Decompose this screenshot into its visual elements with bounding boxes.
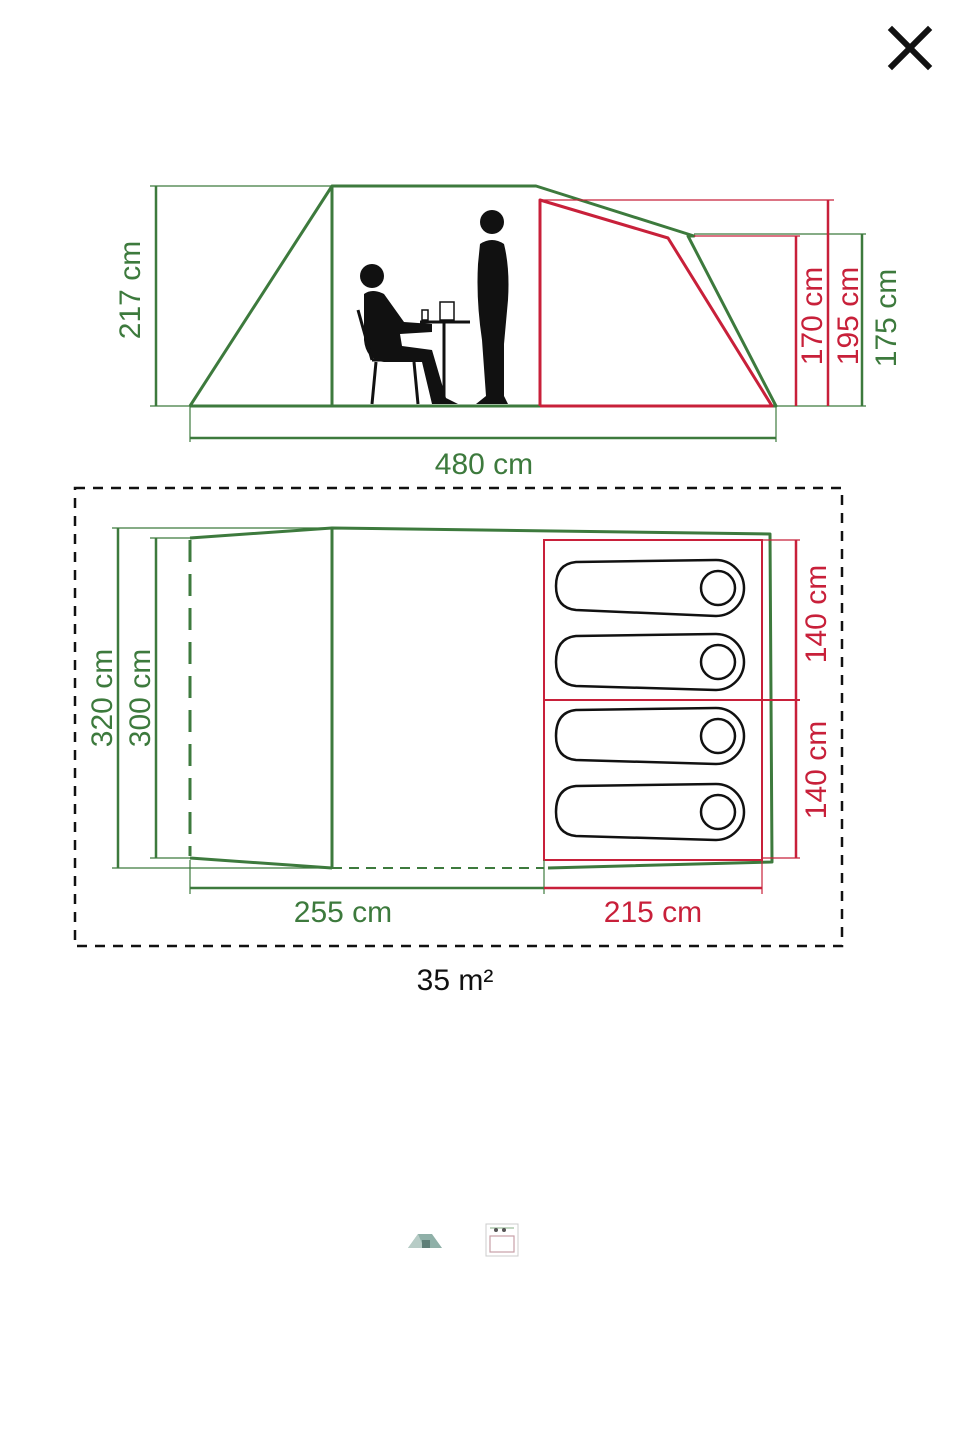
sleeping-bag-icon bbox=[554, 782, 746, 842]
close-button[interactable] bbox=[884, 22, 936, 74]
thumbnail-strip bbox=[396, 1218, 536, 1262]
standing-person-icon bbox=[476, 210, 509, 404]
sleeping-bags bbox=[554, 558, 746, 842]
bedroom-2-width-label: 140 cm bbox=[800, 721, 833, 819]
footprint-boundary bbox=[73, 486, 844, 948]
tent-floor-outline bbox=[189, 526, 774, 870]
width-320-label: 320 cm bbox=[86, 649, 119, 747]
height-195-label: 195 cm bbox=[832, 267, 865, 365]
length-255-label: 255 cm bbox=[294, 896, 392, 929]
table-icon bbox=[420, 301, 470, 404]
sleeping-bag-icon bbox=[554, 632, 746, 692]
side-view bbox=[150, 184, 866, 442]
height-175-label: 175 cm bbox=[870, 269, 903, 367]
sleeping-bag-icon bbox=[554, 706, 746, 766]
footprint-area-label: 35 m² bbox=[417, 964, 494, 997]
seated-person-icon bbox=[356, 264, 458, 405]
close-icon bbox=[887, 25, 933, 71]
length-480-label: 480 cm bbox=[435, 448, 533, 481]
height-217-label: 217 cm bbox=[114, 241, 147, 339]
tent-floorplan-thumbnail[interactable] bbox=[480, 1218, 524, 1262]
height-170-label: 170 cm bbox=[796, 267, 829, 365]
plan-view bbox=[73, 486, 844, 948]
bedroom-side-outline bbox=[538, 198, 774, 408]
tent-photo-thumbnail[interactable] bbox=[402, 1218, 446, 1262]
bedroom-1-width-label: 140 cm bbox=[800, 565, 833, 663]
width-300-label: 300 cm bbox=[124, 649, 157, 747]
tent-diagram: 217 cm 170 cm 195 cm 175 cm 480 cm bbox=[73, 184, 903, 997]
length-215-label: 215 cm bbox=[604, 896, 702, 929]
sleeping-bag-icon bbox=[554, 558, 746, 618]
